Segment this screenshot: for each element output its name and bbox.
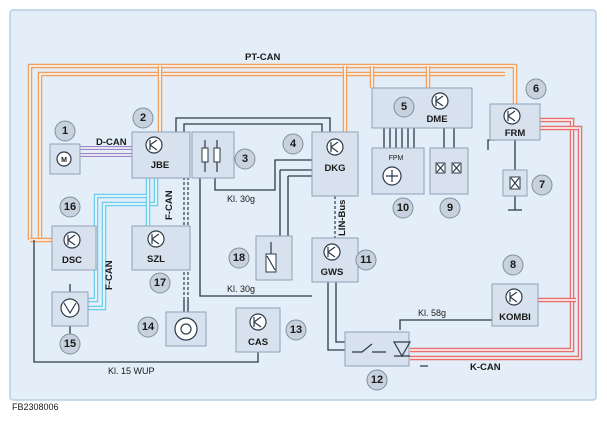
svg-text:13: 13: [290, 324, 302, 336]
module-dsc: DSC: [51, 225, 97, 271]
module-dme: DME: [371, 87, 473, 129]
callout-12: 12: [366, 369, 388, 391]
transistor-icon: [326, 138, 344, 156]
jbe-label: JBE: [151, 160, 169, 171]
pt-can-bus: [27, 63, 518, 243]
transistor-icon: [249, 313, 267, 331]
gws-label: GWS: [321, 267, 344, 278]
transistor-icon: [63, 231, 81, 249]
svg-text:1: 1: [62, 125, 68, 137]
svg-text:16: 16: [64, 201, 76, 213]
dsc-label: DSC: [62, 255, 82, 266]
module-szl: SZL: [131, 225, 191, 271]
svg-text:2: 2: [140, 112, 146, 124]
module-kombi: KOMBI: [491, 283, 539, 327]
callout-10: 10: [392, 197, 414, 219]
szl-label: SZL: [147, 254, 165, 265]
svg-text:10: 10: [397, 202, 409, 214]
svg-text:5: 5: [401, 101, 407, 113]
svg-text:8: 8: [510, 259, 516, 271]
svg-text:M: M: [61, 157, 67, 164]
svg-text:7: 7: [539, 179, 545, 191]
svg-text:12: 12: [371, 374, 383, 386]
motor-icon: [56, 151, 72, 167]
d-can-label: D-CAN: [96, 137, 127, 148]
svg-text:6: 6: [533, 83, 539, 95]
relay-box: [429, 147, 469, 195]
dme-label: DME: [426, 114, 447, 125]
relay-module-12: [344, 331, 428, 367]
transistor-icon: [145, 136, 163, 154]
callout-7: 7: [531, 174, 553, 196]
signal-wires: [33, 117, 516, 363]
lin-bus-label: LIN-Bus: [337, 200, 348, 236]
f-can-bus: [80, 178, 159, 311]
dkg-label: DKG: [324, 163, 345, 174]
svg-text:11: 11: [360, 254, 372, 266]
kl30g-top-label: Kl. 30g: [227, 194, 255, 204]
fpm-label: FPM: [389, 155, 404, 162]
callout-13: 13: [285, 319, 307, 341]
k-can-bus: [410, 117, 583, 361]
module-cas: CAS: [235, 307, 281, 353]
wiper-motor: M: [49, 143, 81, 175]
callout-17: 17: [149, 272, 171, 294]
callout-11: 11: [355, 249, 377, 271]
kombi-label: KOMBI: [499, 312, 531, 323]
callout-18: 18: [228, 247, 250, 269]
callout-3: 3: [234, 148, 256, 170]
cas-label: CAS: [248, 337, 268, 348]
transistor-icon: [323, 243, 341, 261]
callout-6: 6: [525, 78, 547, 100]
sensor-icon: [60, 298, 80, 318]
svg-text:9: 9: [447, 202, 453, 214]
f-can-vertical-label: F-CAN: [164, 190, 175, 220]
svg-text:14: 14: [142, 321, 155, 333]
callout-15: 15: [59, 333, 81, 355]
transistor-icon: [431, 92, 449, 110]
svg-text:4: 4: [290, 138, 297, 150]
figure-id: FB2308006: [12, 402, 59, 412]
callout-9: 9: [439, 197, 461, 219]
callout-2: 2: [132, 107, 154, 129]
module-frm: FRM: [489, 103, 541, 141]
transistor-icon: [505, 288, 523, 306]
f-can-left-label: F-CAN: [104, 260, 115, 290]
k-can-label: K-CAN: [470, 362, 501, 373]
callout-4: 4: [282, 133, 304, 155]
transistor-icon: [503, 107, 521, 125]
fuse-icon: [213, 147, 221, 163]
callout-1: 1: [54, 120, 76, 142]
svg-text:15: 15: [64, 338, 76, 350]
module-dkg: DKG: [311, 131, 359, 197]
svg-text:17: 17: [154, 277, 166, 289]
fuse-box: [191, 131, 235, 179]
module-fpm: FPM: [371, 147, 425, 195]
d-can-bus: [80, 146, 132, 157]
callout-8: 8: [502, 254, 524, 276]
fuse-icon: [201, 147, 209, 163]
svg-text:18: 18: [233, 252, 245, 264]
kl30g-bottom-label: Kl. 30g: [227, 284, 255, 294]
callout-14: 14: [137, 316, 159, 338]
module-gws: GWS: [311, 237, 359, 283]
switch-box: [255, 235, 293, 281]
kl58g-label: Kl. 58g: [418, 308, 446, 318]
module-jbe: JBE: [131, 131, 191, 179]
svg-text:3: 3: [242, 153, 248, 165]
callout-16: 16: [59, 196, 81, 218]
callout-5: 5: [393, 96, 415, 118]
frm-label: FRM: [505, 128, 526, 139]
lamp-box: [502, 169, 528, 211]
steering-lock: [165, 311, 207, 347]
sensor-box: [51, 291, 89, 327]
transistor-icon: [147, 230, 165, 248]
pt-can-label: PT-CAN: [245, 52, 281, 63]
kl15wup-label: Kl. 15 WUP: [108, 366, 155, 376]
